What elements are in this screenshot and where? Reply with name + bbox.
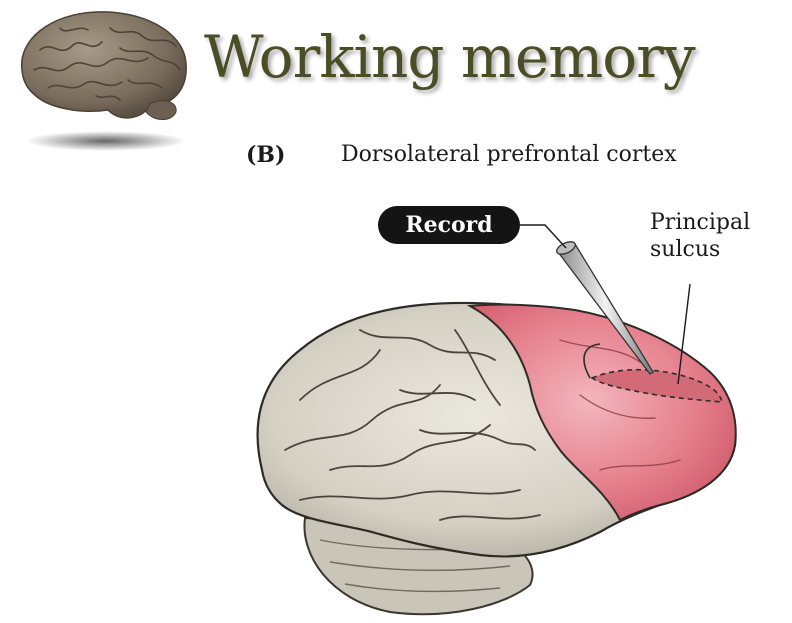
brain-icon	[21, 11, 187, 151]
sulcus-leader-line	[677, 283, 691, 385]
record-label: Record	[378, 206, 520, 244]
electrode-icon	[556, 241, 654, 375]
record-leader-line	[520, 224, 567, 249]
slide-title: Working memory	[204, 23, 696, 91]
prefrontal-cortex	[466, 303, 737, 522]
panel-title: Dorsolateral prefrontal cortex	[341, 142, 677, 167]
sulcus-label-line1: Principal	[650, 210, 751, 235]
principal-sulcus-label: Principal sulcus	[650, 210, 750, 264]
panel-letter: (B)	[246, 142, 286, 168]
sulcus-label-line2: sulcus	[650, 236, 721, 262]
